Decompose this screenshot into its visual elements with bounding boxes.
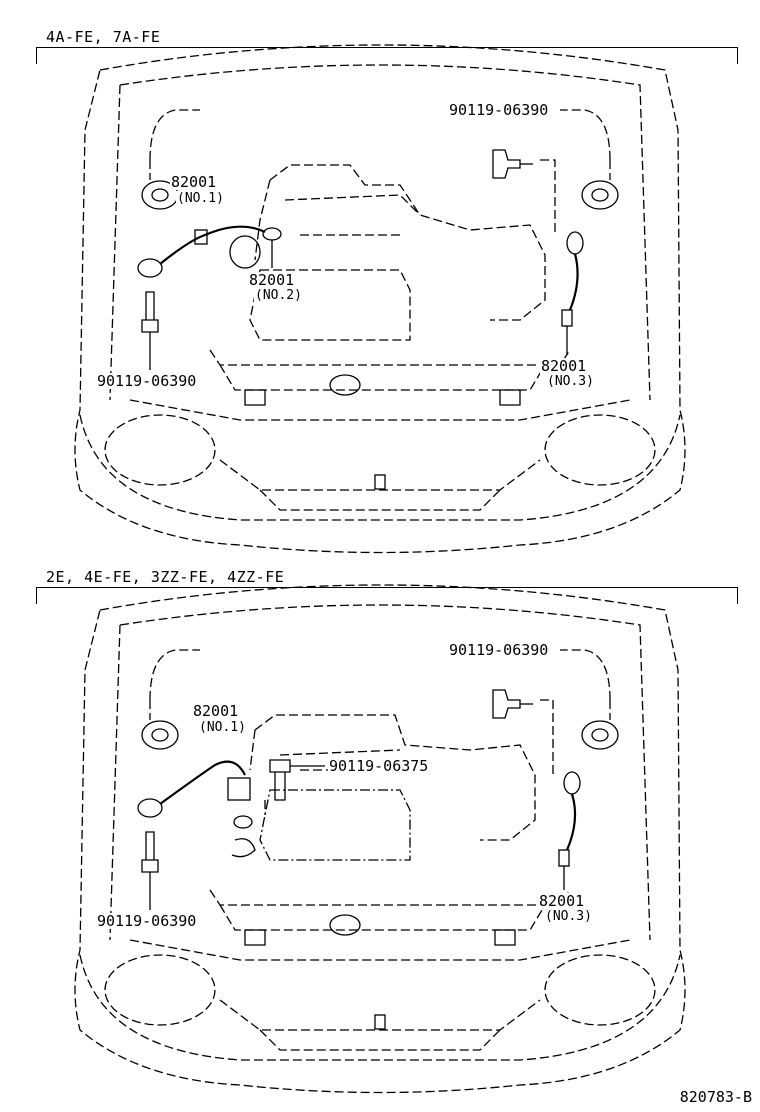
left-headlight xyxy=(104,954,216,1026)
radiator-cap xyxy=(329,374,361,396)
right-strut-top-inner xyxy=(591,188,609,202)
part-label-bolt-top: 90119-06390 xyxy=(448,101,550,119)
hood-latch xyxy=(374,1014,386,1030)
left-headlight xyxy=(104,414,216,486)
left-strut-top-inner xyxy=(151,188,169,202)
part-label-sensor3-sub: (NO.3) xyxy=(546,374,595,390)
right-wheelwell xyxy=(560,109,611,180)
engine-block xyxy=(249,714,536,841)
hood-inner xyxy=(109,64,651,401)
grille xyxy=(219,459,541,511)
left-wheelwell xyxy=(149,649,200,720)
part-label-sensor1: 82001 xyxy=(192,702,240,720)
sensor3-ring xyxy=(563,771,581,795)
right-headlight xyxy=(544,414,656,486)
hood-latch xyxy=(374,474,386,490)
part-label-sensor3-sub: (NO.3) xyxy=(544,909,593,925)
part-label-bolt-top: 90119-06390 xyxy=(448,641,550,659)
sensor3-ring xyxy=(566,231,584,255)
left-wheelwell xyxy=(149,109,200,180)
right-headlight xyxy=(544,954,656,1026)
bumper xyxy=(79,414,681,521)
right-strut-top xyxy=(581,720,619,750)
part-label-sensor3: 82001 xyxy=(538,892,586,910)
right-strut-top xyxy=(581,180,619,210)
left-bolt xyxy=(141,291,159,333)
sensor1-ring xyxy=(137,798,163,818)
part-label-sensor1-sub: (NO.1) xyxy=(198,720,247,736)
right-strut-top-inner xyxy=(591,728,609,742)
right-wheelwell xyxy=(560,649,611,720)
front-crossmember xyxy=(129,399,631,421)
part-label-sensor3: 82001 xyxy=(540,357,588,375)
hood-outline xyxy=(74,44,686,554)
panel-bracket xyxy=(36,47,738,64)
radiator-support xyxy=(209,889,571,931)
intake xyxy=(284,194,421,236)
engine-cover xyxy=(249,269,411,341)
diagram-code: 820783-B xyxy=(679,1088,752,1106)
left-bolt xyxy=(141,831,159,873)
left-strut-top xyxy=(141,720,179,750)
front-crossmember xyxy=(129,939,631,961)
sensor1-body xyxy=(227,777,251,801)
sensor2-body xyxy=(229,235,261,269)
left-strut-top-inner xyxy=(151,728,169,742)
part-label-bolt-left: 90119-06390 xyxy=(96,372,198,390)
engine-bay-drawing xyxy=(74,44,686,554)
radiator-cap xyxy=(329,914,361,936)
hood-outline xyxy=(74,584,686,1094)
grille xyxy=(219,999,541,1051)
engine-diagram-panel-top: 4A-FE, 7A-FE xyxy=(0,20,760,560)
panel-title: 2E, 4E-FE, 3ZZ-FE, 4ZZ-FE xyxy=(46,568,285,586)
panel-title: 4A-FE, 7A-FE xyxy=(46,28,161,46)
part-label-sensor2: 82001 xyxy=(248,271,296,289)
engine-bay-drawing xyxy=(74,584,686,1094)
engine-block xyxy=(254,164,546,321)
hood-inner xyxy=(109,604,651,941)
part-label-sensor1-sub: (NO.1) xyxy=(176,191,225,207)
mid-bolt xyxy=(269,759,291,801)
sensor2-ring xyxy=(262,227,282,241)
bolt-icon xyxy=(492,149,521,179)
radiator-support xyxy=(209,349,571,391)
bolt-icon xyxy=(492,689,521,719)
engine-cover xyxy=(259,789,411,861)
sensor1-ring xyxy=(137,258,163,278)
bumper xyxy=(79,954,681,1061)
panel-bracket xyxy=(36,587,738,604)
part-label-bolt-left: 90119-06390 xyxy=(96,912,198,930)
part-label-sensor1: 82001 xyxy=(170,173,218,191)
part-label-bolt-mid: 90119-06375 xyxy=(328,757,430,775)
engine-diagram-panel-bottom: 2E, 4E-FE, 3ZZ-FE, 4ZZ-FE xyxy=(0,560,760,1100)
part-label-sensor2-sub: (NO.2) xyxy=(254,288,303,304)
